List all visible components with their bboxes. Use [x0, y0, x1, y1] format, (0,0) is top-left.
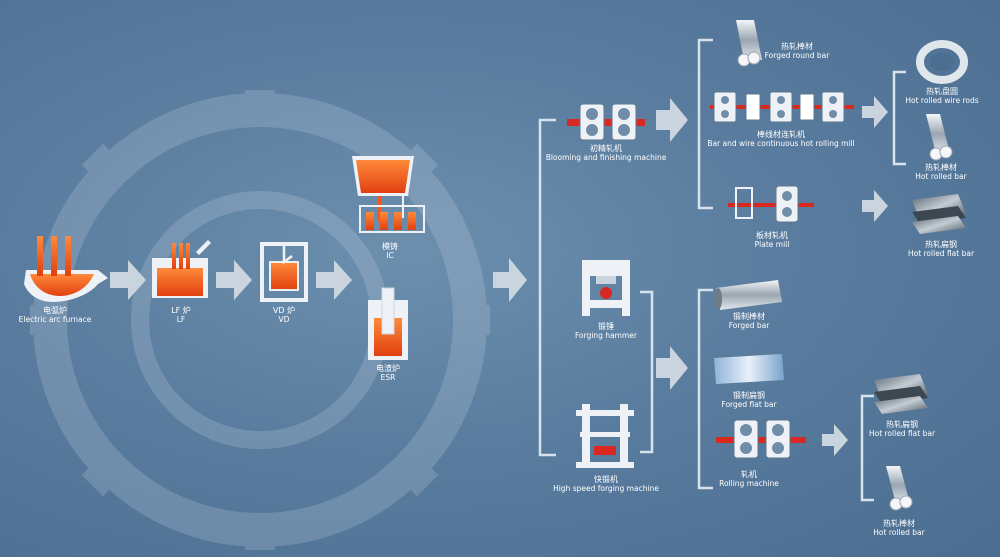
label-forged-bar: 锻制棒材 Forged bar [729, 312, 770, 330]
forged-bar-icon [714, 280, 782, 310]
label-cn: 快锻机 [593, 475, 618, 484]
label-forged-round-bar: 热轧棒材 Forged round bar [765, 42, 830, 60]
label-en: VD [278, 315, 290, 324]
hot-rolled-flat-bar-icon [874, 374, 928, 414]
forged-flat-bar-icon [714, 354, 784, 384]
blooming-finishing-machine-icon [567, 103, 645, 141]
label-en: Hot rolled flat bar [868, 429, 936, 438]
label-en: ESR [380, 373, 396, 382]
label-cn: 热轧盘圆 [926, 87, 958, 96]
arrow-icon [862, 96, 888, 128]
background-gear-icon [30, 90, 490, 550]
label-cn: 热轧棒材 [883, 519, 915, 528]
brackets [538, 38, 906, 502]
label-hot-rolled-bar: 热轧棒材 Hot rolled bar [915, 163, 966, 181]
arrow-icon [316, 260, 352, 300]
label-blooming-machine: 初精轧机 Blooming and finishing machine [546, 144, 667, 162]
label-rolling-machine: 轧机 Rolling machine [719, 470, 779, 488]
hot-rolled-flat-bar-icon [912, 194, 966, 234]
flow-arrows [110, 96, 888, 456]
arrow-icon [493, 258, 527, 302]
label-en: LF [176, 315, 186, 324]
arrow-icon [110, 260, 146, 300]
forged-round-bar-icon [736, 20, 762, 67]
label-cn: LF 炉 [171, 306, 191, 315]
hot-rolled-bar-icon [886, 466, 913, 511]
plate-mill-icon [728, 185, 814, 223]
label-cn: 初精轧机 [590, 144, 622, 153]
label-forging-hammer: 锻锤 Forging hammer [575, 322, 637, 340]
wire-rod-coil-icon [916, 40, 968, 84]
label-en: Hot rolled flat bar [907, 249, 975, 258]
label-plate-mill: 板材轧机 Plate mill [755, 231, 790, 249]
arrow-icon [822, 424, 848, 456]
label-en: Forged flat bar [721, 400, 777, 409]
rolling-machine-icon [716, 419, 806, 459]
arrow-icon [216, 260, 252, 300]
label-cn: 电弧炉 [42, 306, 67, 315]
arrow-icon [656, 346, 688, 390]
lf-furnace-icon [152, 240, 211, 298]
label-high-speed-forging: 快锻机 High speed forging machine [553, 475, 659, 493]
label-cn: 板材轧机 [755, 231, 788, 240]
bar-wire-continuous-mill-icon [710, 91, 854, 123]
label-en: Rolling machine [719, 479, 779, 488]
label-electric-arc-furnace: 电弧炉 Electric arc furnace [19, 306, 92, 324]
arrow-icon [656, 98, 688, 142]
label-cn: 模铸 [382, 242, 398, 251]
label-cn: 锻制扁钢 [732, 391, 765, 400]
label-vd-furnace: VD 炉 VD [273, 306, 295, 324]
label-en: Blooming and finishing machine [545, 153, 667, 162]
label-cn: VD 炉 [272, 306, 296, 315]
label-cn: 热轧棒材 [925, 163, 957, 172]
label-en: Forged round bar [764, 51, 830, 60]
electric-arc-furnace-icon [24, 236, 108, 302]
label-hot-rolled-bar: 热轧棒材 Hot rolled bar [873, 519, 924, 537]
label-forged-flat-bar: 锻制扁钢 Forged flat bar [721, 391, 776, 409]
forging-hammer-icon [582, 260, 630, 316]
label-cn: 轧机 [741, 470, 757, 479]
label-cn: 电渣炉 [376, 364, 400, 373]
label-en: Hot rolled wire rods [905, 96, 979, 105]
label-cn: 锻锤 [598, 322, 614, 331]
hot-rolled-bar-icon [926, 114, 953, 161]
label-en: IC [386, 251, 394, 260]
label-cn: 棒线材连轧机 [756, 130, 805, 139]
vd-furnace-icon [260, 242, 308, 302]
label-cn: 热轧棒材 [781, 42, 813, 51]
ingot-casting-icon [352, 156, 425, 233]
label-en: Forging hammer [575, 331, 637, 340]
label-en: Hot rolled bar [915, 172, 967, 181]
esr-furnace-icon [368, 287, 408, 360]
label-en: Electric arc furnace [18, 315, 92, 324]
high-speed-forging-machine-icon [576, 404, 634, 468]
label-ingot-casting: 模铸 IC [382, 242, 398, 260]
label-cn: 热轧扁钢 [924, 240, 957, 249]
label-hot-rolled-wire-rods: 热轧盘圆 Hot rolled wire rods [905, 87, 978, 105]
label-cn: 热轧扁钢 [885, 420, 918, 429]
label-en: Forged bar [728, 321, 770, 330]
label-lf-furnace: LF 炉 LF [171, 306, 191, 324]
arrow-icon [862, 190, 888, 222]
label-en: Plate mill [754, 240, 790, 249]
label-en: Bar and wire continuous hot rolling mill [707, 139, 855, 148]
label-cn: 锻制棒材 [732, 312, 765, 321]
label-en: Hot rolled bar [873, 528, 925, 537]
label-esr: 电渣炉 ESR [376, 364, 400, 382]
label-en: High speed forging machine [553, 484, 659, 493]
label-hot-rolled-flat-bar: 热轧扁钢 Hot rolled flat bar [908, 240, 974, 258]
label-bar-wire-mill: 棒线材连轧机 Bar and wire continuous hot rolli… [707, 130, 854, 148]
label-hot-rolled-flat-bar: 热轧扁钢 Hot rolled flat bar [869, 420, 935, 438]
